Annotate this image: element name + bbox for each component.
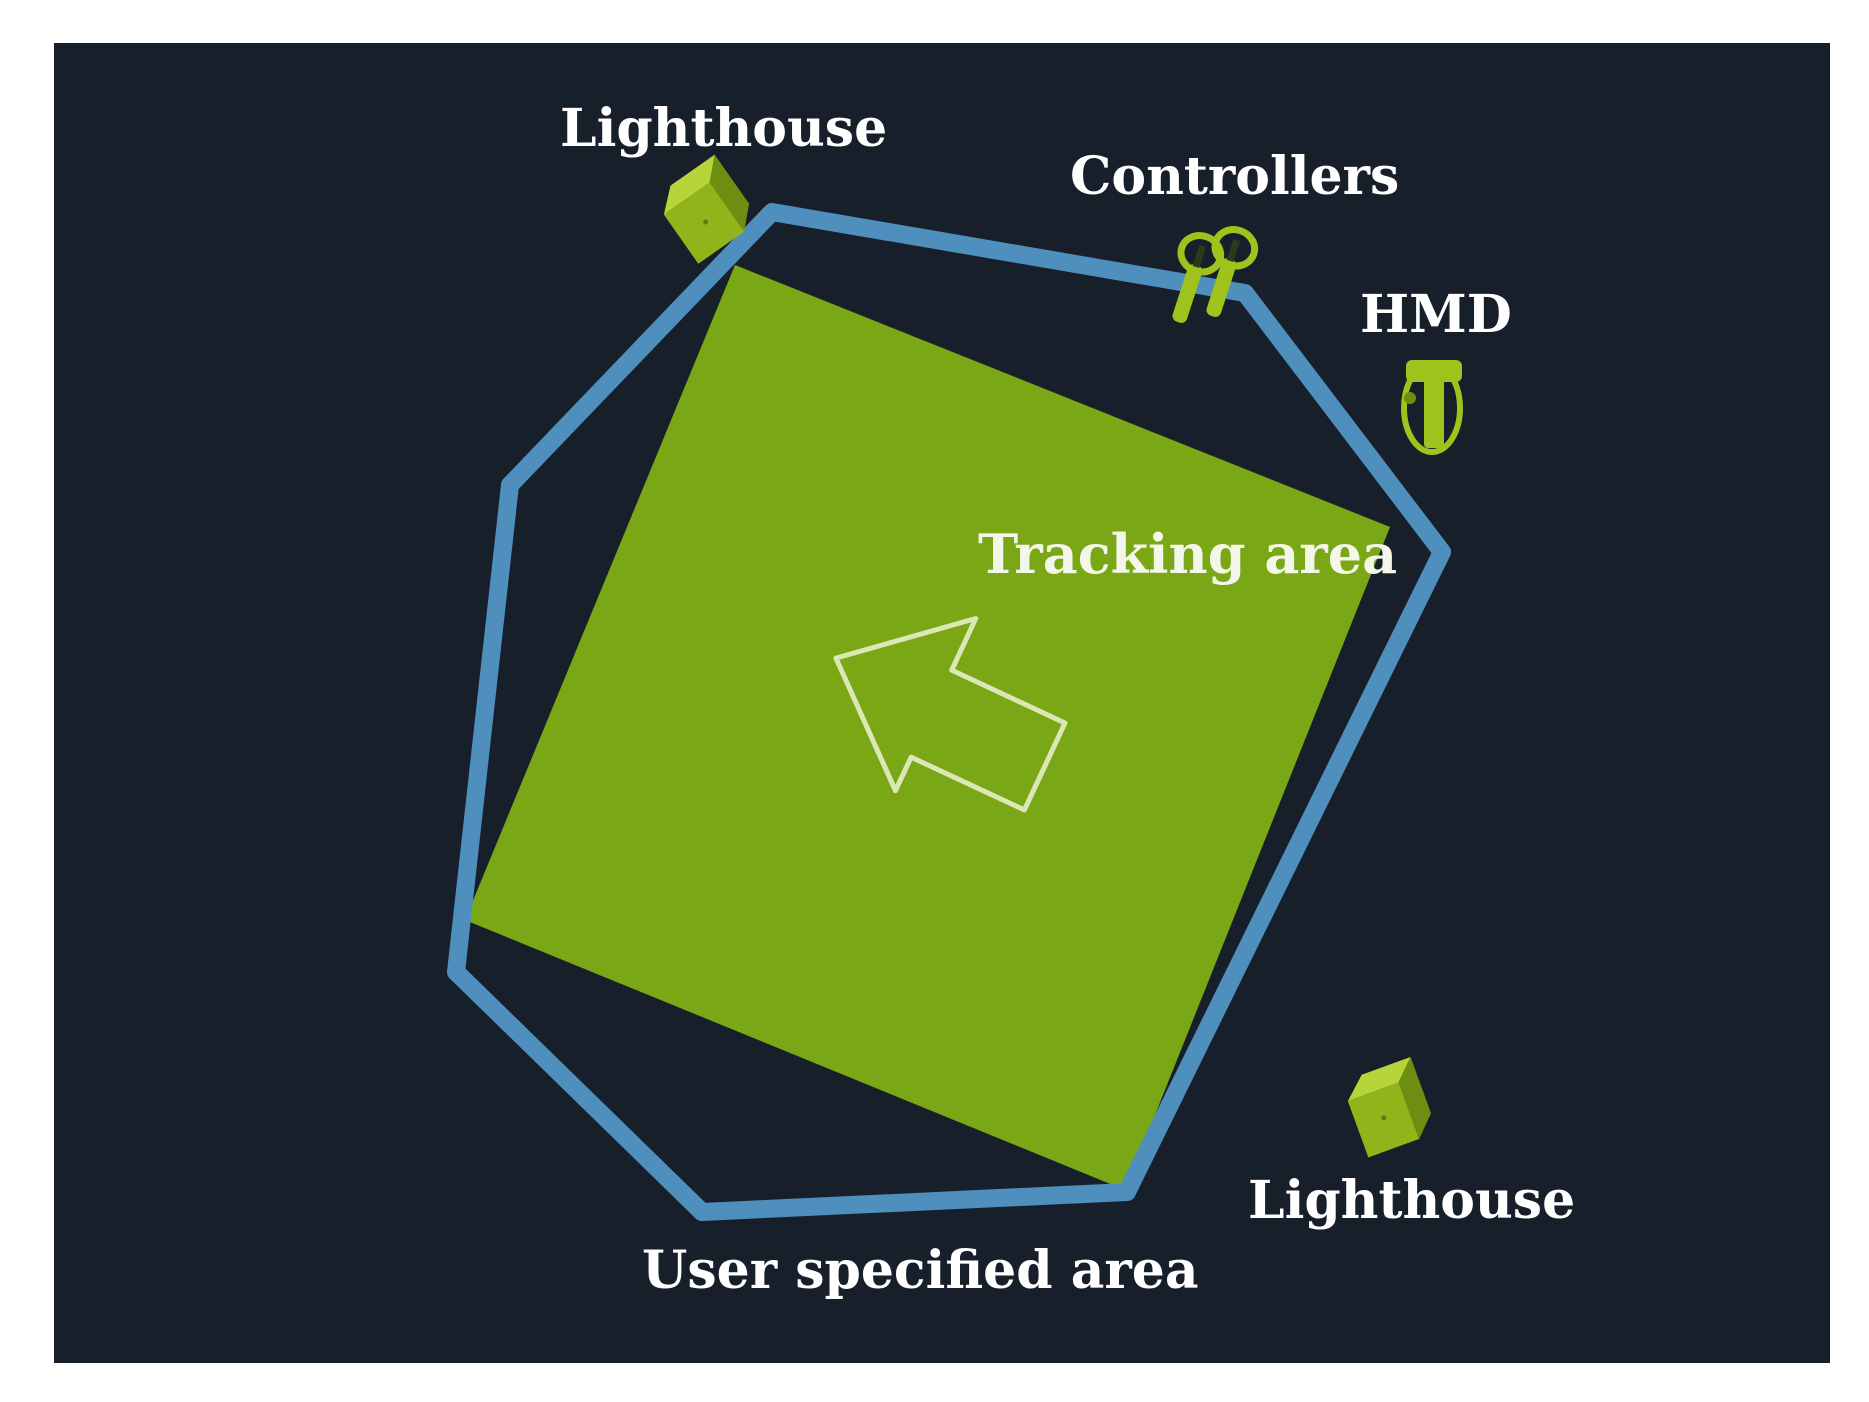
label-hmd: HMD <box>1360 284 1512 345</box>
lighthouse-top-icon <box>663 154 750 264</box>
label-controllers: Controllers <box>1070 146 1399 207</box>
direction-arrow-icon <box>833 615 1068 813</box>
lighthouse-bottom-icon <box>1347 1056 1432 1158</box>
label-tracking-area: Tracking area <box>978 522 1397 586</box>
user-specified-boundary <box>447 203 1451 1221</box>
hmd-icon <box>1401 360 1463 455</box>
label-user-specified-area: User specified area <box>642 1240 1199 1301</box>
label-lighthouse-bottom: Lighthouse <box>1248 1170 1575 1231</box>
tracking-area-shape <box>465 265 1390 1190</box>
controllers-icon <box>1172 226 1259 323</box>
label-lighthouse-top: Lighthouse <box>560 98 887 159</box>
